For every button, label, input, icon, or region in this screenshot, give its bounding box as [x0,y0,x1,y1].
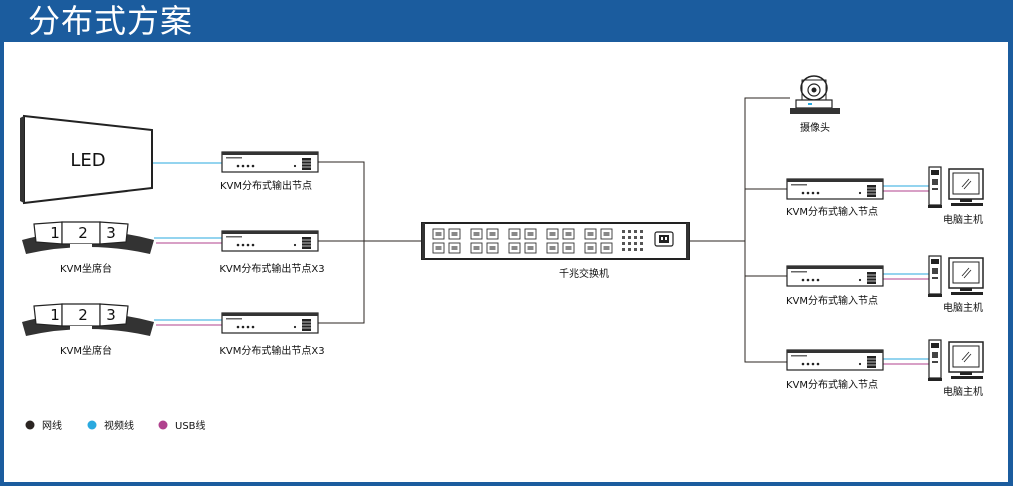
legend-swatch-video [87,420,97,430]
monitor-number: 2 [78,224,88,242]
computer-label: 电脑主机 [943,213,983,226]
monitor-number: 1 [50,306,60,324]
output-node-label: KVM分布式输出节点X3 [219,262,324,275]
diagram-panel [4,42,1008,482]
input-node-3 [786,349,884,371]
input-node-1 [786,178,884,200]
gigabit-switch: 千兆交换机 [421,222,690,280]
output-node-label: KVM分布式输出节点 [220,179,312,192]
legend-swatch-usb [158,420,168,430]
output-node-1 [221,151,319,173]
camera-label: 摄像头 [800,121,830,134]
header-bar: 分布式方案 [0,0,1013,42]
computer-icon [927,166,984,209]
camera-icon [790,75,840,114]
input-node-2 [786,265,884,287]
legend: 网线 视频线 USB线 [25,419,206,432]
network-cable [744,97,790,363]
kvm-seat-1: 1 2 3 KVM坐席台 [22,221,154,275]
legend-label: 视频线 [104,419,134,432]
switch-label: 千兆交换机 [559,267,609,280]
kvm-seat-label: KVM坐席台 [60,262,112,275]
kvm-seat-2: 1 2 3 KVM坐席台 [22,303,154,357]
input-node-label: KVM分布式输入节点 [786,294,878,307]
computer-label: 电脑主机 [943,301,983,314]
network-cable [318,161,365,324]
legend-label: USB线 [175,419,206,432]
page-title: 分布式方案 [28,2,194,40]
computer-label: 电脑主机 [943,385,983,398]
led-screen: LED [20,114,153,205]
kvm-seat-label: KVM坐席台 [60,344,112,357]
computer-icon [927,339,984,382]
legend-swatch-network [25,420,35,430]
monitor-number: 3 [106,224,116,242]
output-node-3 [221,312,319,334]
input-node-label: KVM分布式输入节点 [786,205,878,218]
monitor-number: 1 [50,224,60,242]
monitor-number: 3 [106,306,116,324]
led-screen-text: LED [70,150,105,171]
output-node-2 [221,230,319,252]
computer-icon [927,255,984,298]
output-node-label: KVM分布式输出节点X3 [219,344,324,357]
input-node-label: KVM分布式输入节点 [786,378,878,391]
legend-label: 网线 [42,419,62,432]
monitor-number: 2 [78,306,88,324]
